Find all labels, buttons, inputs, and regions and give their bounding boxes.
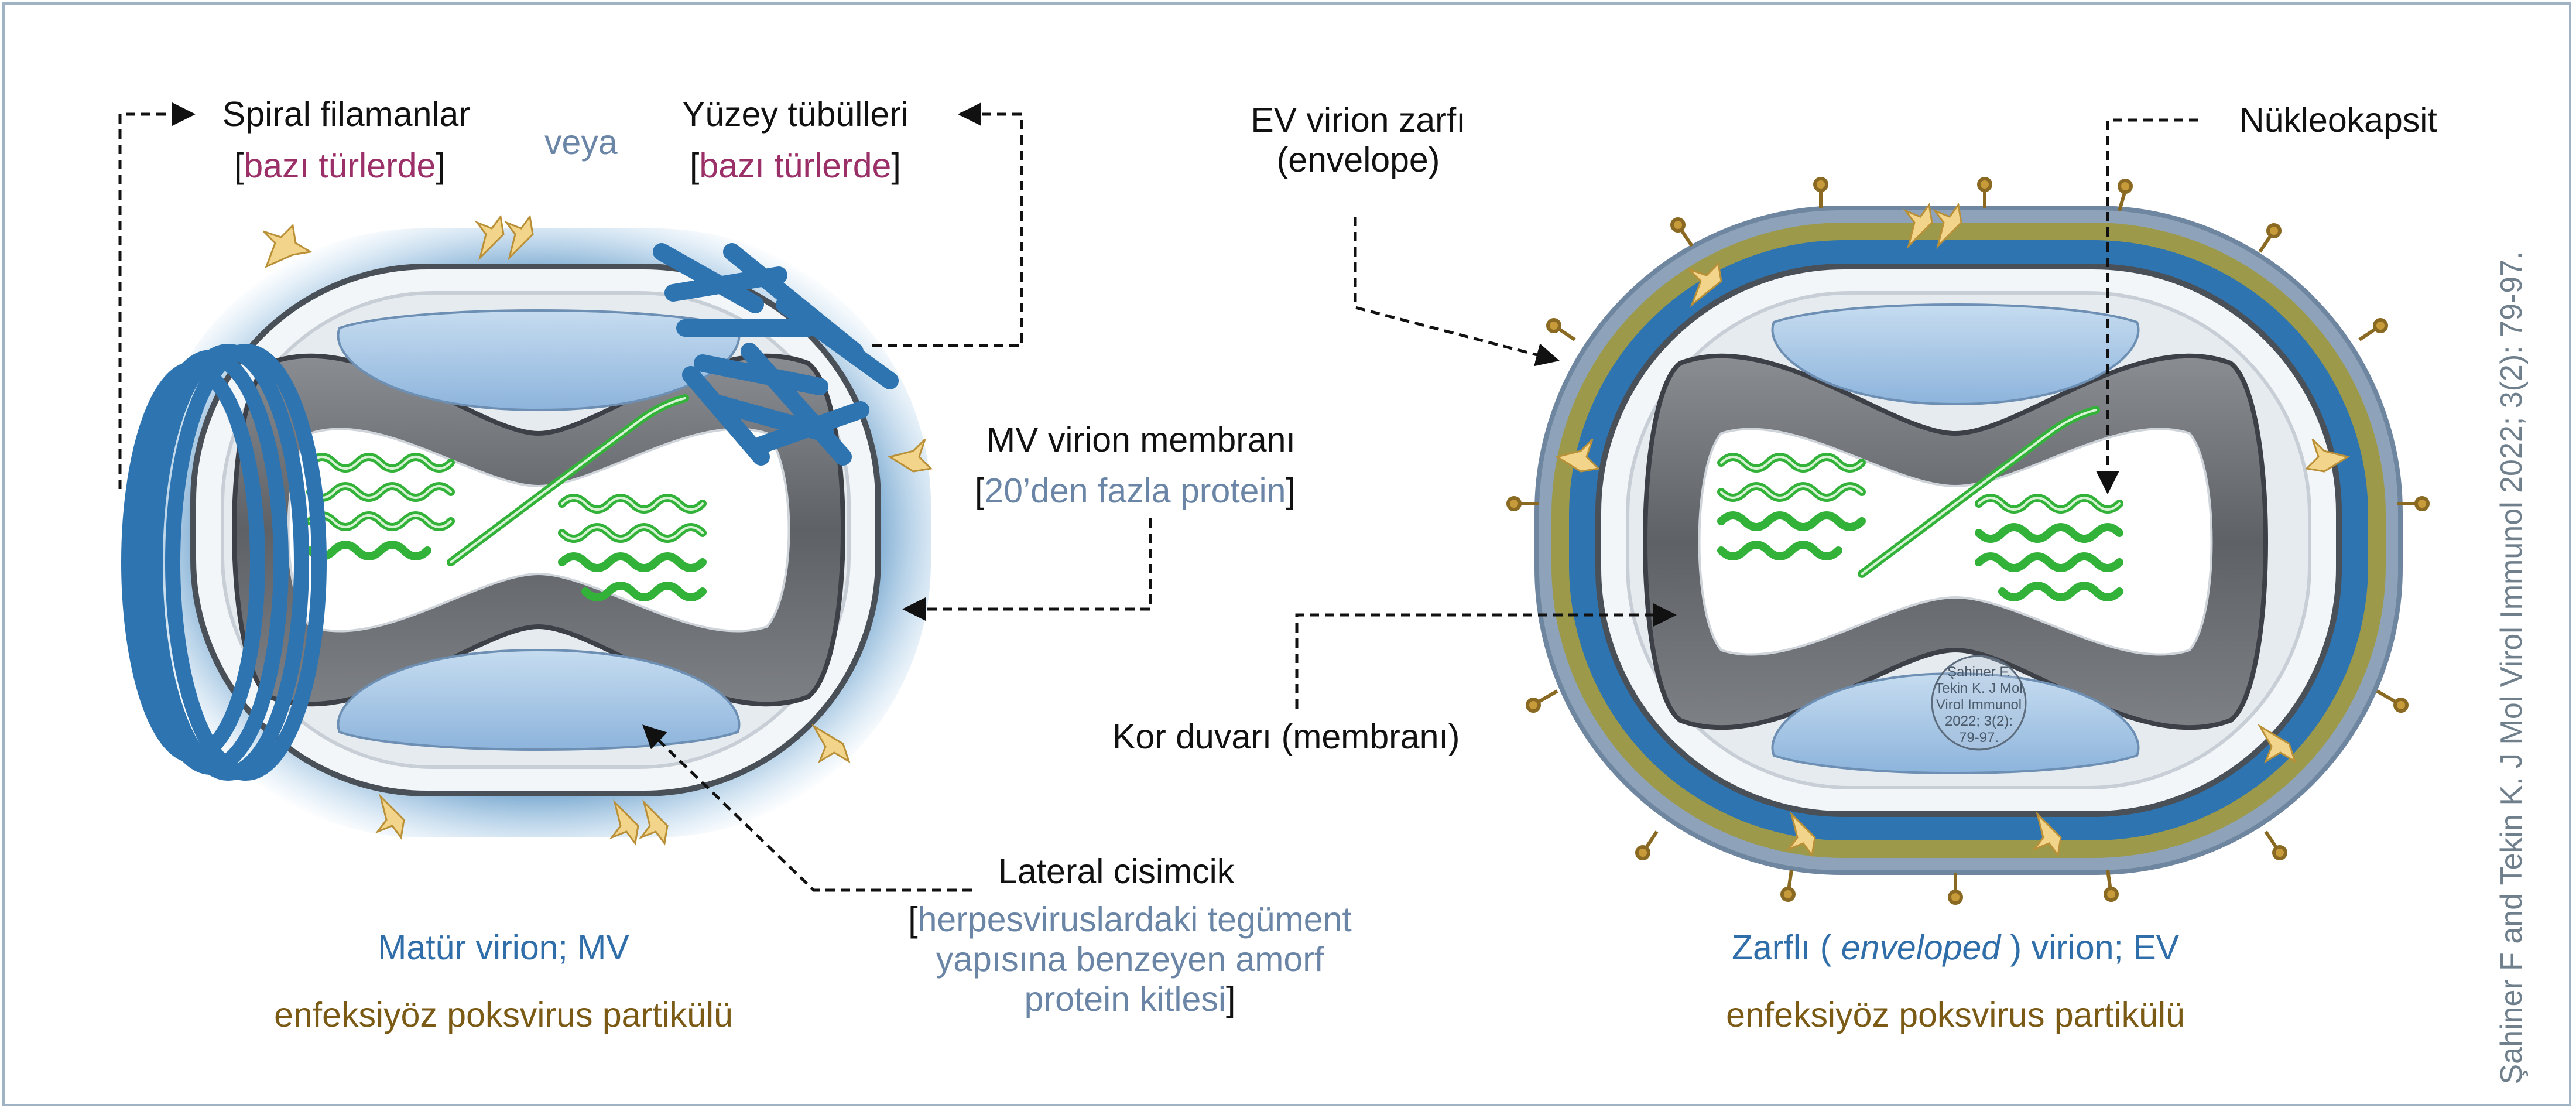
ev-core-interior — [1698, 428, 2213, 656]
arrow-lateral — [642, 724, 972, 892]
label-ev-name: Zarflı ( enveloped ) virion; EV — [1639, 928, 2272, 968]
stamp-line-1: Şahiner F. — [1947, 664, 2010, 680]
lateral-note-line-3: protein kitlesi — [1024, 979, 1226, 1018]
label-mv-sub: enfeksiyöz poksvirus partikülü — [274, 996, 733, 1034]
watermark-stamp: Şahiner F. Tekin K. J Mol Virol Immunol … — [1931, 655, 2027, 751]
ev-name-italic: enveloped — [1841, 928, 2001, 967]
ev-name-pre: Zarflı ( — [1731, 928, 1832, 967]
arrow-ev-envelope — [1354, 217, 1560, 367]
label-spiral-note: [bazı türlerde] — [234, 146, 446, 185]
stamp-line-4: 2022; 3(2): — [1945, 713, 2013, 729]
stamp-line-2: Tekin K. J Mol — [1935, 681, 2022, 696]
ev-envelope-line-1: EV virion zarfı — [1251, 101, 1466, 139]
mv-surface-proteins — [262, 214, 933, 846]
arrow-nucleocapsid — [2096, 118, 2198, 494]
citation-credit: Şahiner F and Tekin K. J Mol Virol Immun… — [2495, 251, 2529, 1085]
mv-virion — [121, 214, 933, 846]
lateral-note-line-1: herpesviruslardaki tegüment — [917, 900, 1352, 939]
label-lateral-body: Lateral cisimcik — [998, 852, 1235, 891]
spiral-note-text: bazı türlerde — [244, 146, 436, 185]
label-lateral-note: [herpesviruslardaki tegüment yapısına be… — [908, 900, 1352, 1018]
ev-envelope-line-2: (envelope) — [1276, 140, 1440, 179]
ev-lateral-body-bottom — [1771, 672, 2140, 774]
label-ev-envelope: EV virion zarfı (envelope) — [1200, 101, 1516, 180]
arrow-tubules — [872, 102, 1023, 347]
mv-surface-tubules — [653, 243, 899, 466]
ev-virion: Şahiner F. Tekin K. J Mol Virol Immunol … — [1506, 177, 2430, 905]
ev-name-post: ) virion; EV — [2010, 928, 2180, 967]
ev-inner-proteins — [1555, 203, 2350, 857]
arrow-core-wall — [1295, 603, 1677, 709]
label-core-wall: Kor duvarı (membranı) — [1112, 717, 1460, 756]
tubules-note-text: bazı türlerde — [699, 146, 892, 185]
label-surface-tubules: Yüzey tübülleri — [682, 95, 909, 134]
label-veya: veya — [544, 123, 618, 162]
stamp-line-3: Virol Immunol — [1936, 697, 2022, 713]
mv-lateral-body-bottom — [337, 648, 741, 751]
label-tubules-note: [bazı türlerde] — [690, 146, 901, 185]
lateral-note-line-2: yapısına benzeyen amorf — [936, 939, 1324, 979]
ev-lateral-body-top — [1771, 303, 2140, 406]
leader-arrows — [118, 102, 2198, 892]
stamp-line-5: 79-97. — [1959, 730, 1999, 746]
ev-envelope-spikes — [1506, 177, 2430, 905]
label-mv-membrane: MV virion membranı — [986, 421, 1296, 459]
mv-spiral-filaments — [121, 344, 327, 781]
arrow-mv-membrane — [902, 518, 1152, 621]
label-ev-sub: enfeksiyöz poksvirus partikülü — [1726, 996, 2185, 1034]
label-spiral-filaments: Spiral filamanlar — [222, 95, 470, 134]
arrow-spiral — [118, 102, 196, 489]
label-mv-name: Matür virion; MV — [378, 928, 629, 967]
label-nucleocapsid: Nükleokapsit — [2239, 101, 2437, 139]
label-mv-membrane-note: [20’den fazla protein] — [975, 471, 1296, 510]
mv-membrane-note-text: 20’den fazla protein — [984, 471, 1286, 510]
